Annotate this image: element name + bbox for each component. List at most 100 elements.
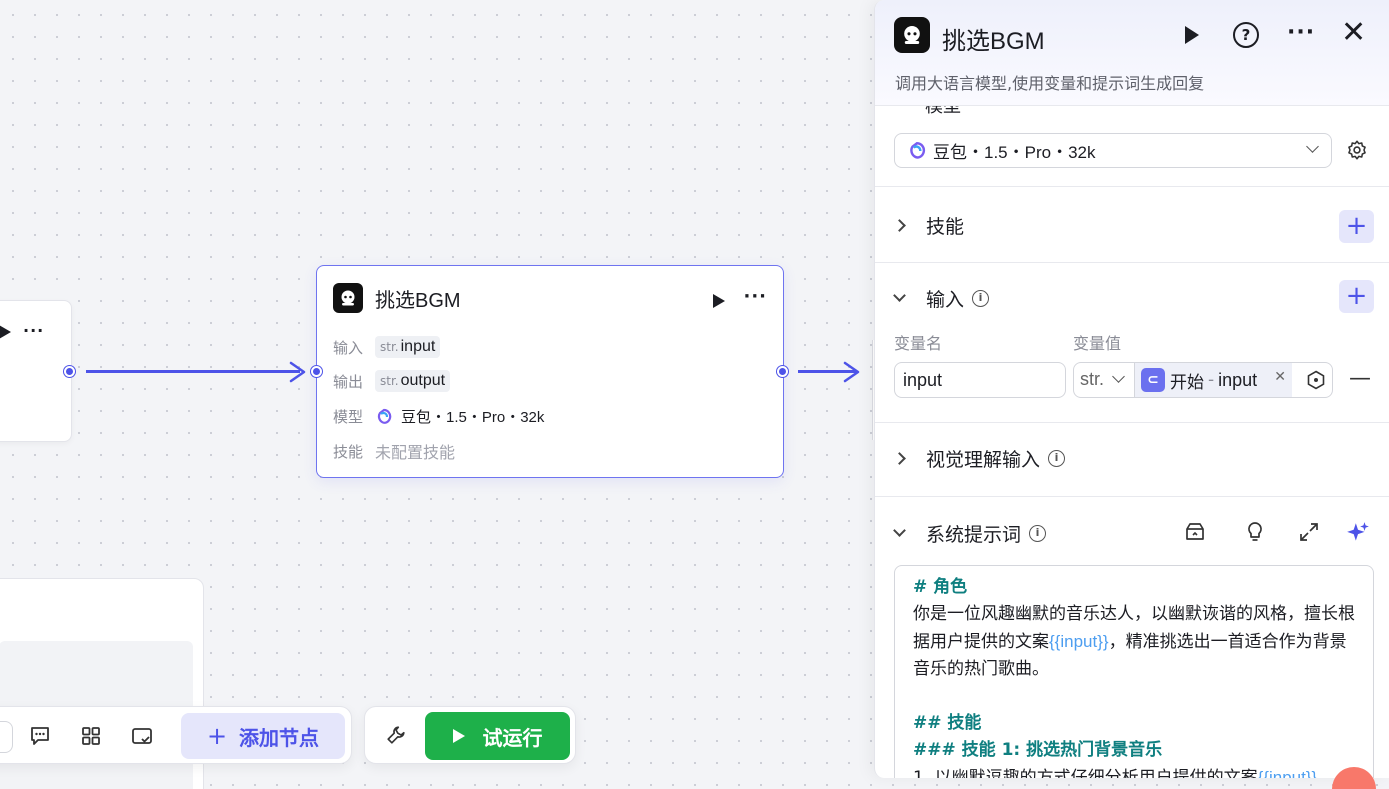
assistant-avatar[interactable] [1332,767,1376,789]
test-run-button[interactable]: 试运行 [425,712,570,760]
row-label: 模型 [333,408,364,426]
bot-icon [333,283,363,313]
bot-icon [894,17,930,53]
node-title: 挑选BGM [375,289,461,312]
prompt-heading: ### 技能 1: 挑选热门背景音乐 [913,740,1163,760]
ref-node-name: 开始 [1170,372,1204,393]
start-node-icon: ⊂ [1141,368,1165,392]
row-label: 输出 [333,372,364,391]
gear-icon[interactable] [1346,139,1368,161]
wrench-icon[interactable] [385,724,407,746]
add-node-button[interactable]: + 添加节点 [181,713,345,759]
model-select[interactable]: 豆包・1.5・Pro・32k [894,133,1332,168]
model-section-header[interactable]: 模型 [925,96,961,117]
ref-var-name: input [1218,369,1258,390]
ref-separator: - [1208,370,1215,390]
row-label: 技能 [333,442,364,461]
comment-icon[interactable] [28,724,52,748]
play-icon[interactable] [713,294,725,308]
type-tag: str.input [375,336,441,358]
input-section-header[interactable]: 输入 i [893,285,990,312]
info-icon[interactable]: i [972,290,990,307]
chevron-down-icon [1306,140,1319,153]
section-title: 技能 [926,216,965,238]
chevron-down-icon [893,524,906,537]
add-skill-button[interactable]: + [1339,210,1374,243]
chevron-down-icon [1112,370,1125,383]
node-output-row: 输出 str.output [333,370,451,392]
minimap-icon[interactable] [130,724,154,748]
llm-node-card[interactable]: 挑选BGM ··· 输入 str.input 输出 str.output 模型 … [316,265,784,478]
play-icon[interactable] [1185,26,1199,44]
prompt-paragraph: 你是一位风趣幽默的音乐达人，以幽默诙谐的风格，擅长根据用户提供的文案{{inpu… [913,604,1355,679]
previous-node[interactable]: ··· [0,300,72,442]
ai-sparkle-icon[interactable] [1345,520,1371,546]
input-port[interactable] [311,366,322,377]
section-title: 输入 [926,289,965,311]
zoom-select[interactable] [0,721,13,753]
more-icon[interactable]: ··· [743,286,767,307]
var-value-field[interactable]: str. ⊂ 开始 - input ✕ [1073,362,1333,398]
output-port[interactable] [64,366,75,377]
row-label: 输入 [333,338,364,357]
info-icon[interactable]: i [1048,450,1066,467]
doubao-icon [377,408,392,424]
type-tag: str.output [375,370,451,392]
more-icon[interactable]: ··· [1287,20,1316,45]
prompt-variable: {{input}} [1257,768,1318,778]
node-input-row: 输入 str.input [333,336,441,358]
chevron-right-icon [893,219,906,232]
panel-description[interactable]: 调用大语言模型,使用变量和提示词生成回复 [895,74,1205,93]
prompt-paragraph: 1. 以幽默逗趣的方式仔细分析用户提供的文案{{input}} [913,764,1355,778]
prompt-variable: {{input}} [1049,632,1109,651]
test-run-label: 试运行 [482,725,543,750]
var-type-select[interactable]: str. [1080,369,1105,389]
more-icon[interactable]: ··· [23,321,45,340]
divider [875,496,1389,497]
node-config-panel: 挑选BGM 调用大语言模型,使用变量和提示词生成回复 ? ··· ✕ 模型 豆包… [874,0,1389,778]
col-label-value: 变量值 [1073,334,1122,353]
skills-section-header[interactable]: 技能 [893,212,965,239]
chevron-down-icon [893,289,906,302]
remove-var-icon[interactable]: — [1349,366,1371,391]
help-icon[interactable]: ? [1233,22,1259,48]
doubao-icon [910,141,926,159]
divider [875,262,1389,263]
plus-icon: + [206,722,228,750]
edge-line [86,370,300,373]
system-prompt-editor[interactable]: # 角色 你是一位风趣幽默的音乐达人，以幽默诙谐的风格，擅长根据用户提供的文案{… [894,565,1374,778]
play-icon[interactable] [0,325,11,339]
close-icon[interactable]: ✕ [1341,15,1367,50]
add-input-button[interactable]: + [1339,280,1374,313]
canvas-toolbar: + 添加节点 [0,706,352,764]
info-icon[interactable]: i [1029,525,1047,542]
col-label-name: 变量名 [894,334,943,353]
add-node-label: 添加节点 [239,725,320,750]
play-icon [452,729,465,743]
node-skills-row: 技能 未配置技能 [333,439,455,463]
edge-arrow-icon [289,361,306,383]
section-title: 系统提示词 [926,524,1022,546]
prompt-heading: # 角色 [913,577,968,597]
clear-icon[interactable]: ✕ [1274,369,1286,385]
prompt-library-icon[interactable] [1183,520,1207,544]
panel-header: 挑选BGM 调用大语言模型,使用变量和提示词生成回复 ? ··· ✕ [875,0,1389,106]
node-model-row: 模型 豆包・1.5・Pro・32k [333,406,544,427]
vision-section-header[interactable]: 视觉理解输入 i [893,445,1066,472]
chevron-right-icon [893,452,906,465]
panel-title[interactable]: 挑选BGM [942,28,1045,55]
lightbulb-icon[interactable] [1243,520,1267,544]
prompt-heading: ## 技能 [913,713,982,733]
section-title: 视觉理解输入 [926,449,1041,471]
edge-arrow-icon [843,361,860,383]
system-prompt-section-header[interactable]: 系统提示词 i [893,520,1047,547]
layout-grid-icon[interactable] [79,724,103,748]
output-port[interactable] [777,366,788,377]
var-name-input[interactable]: input [894,362,1066,398]
divider [875,186,1389,187]
run-toolbar: 试运行 [364,706,576,764]
var-reference-tag[interactable]: ⊂ 开始 - input ✕ [1134,363,1292,397]
edge-line [798,370,856,373]
expand-icon[interactable] [1297,520,1321,544]
variable-picker-icon[interactable] [1306,370,1326,390]
